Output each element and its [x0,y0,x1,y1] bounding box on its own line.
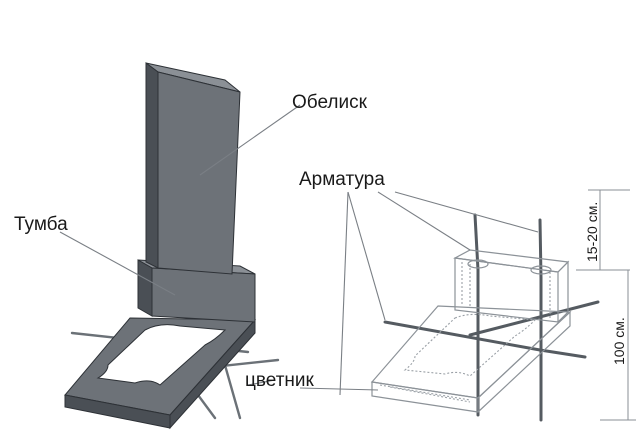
dimension-lines [576,189,636,421]
leader-lines [59,104,539,396]
pedestal-label: Тумба [14,214,68,235]
flowerbed-frame [64,317,257,430]
rebar-protrusion-dimension: 15-20 см. [584,202,600,262]
wireframe-monument [370,189,636,422]
obelisk-label: Обелиск [292,92,368,113]
flowerbed-label: цветник [245,370,315,391]
obelisk-stone [145,62,241,275]
depth-dimension: 100 см. [611,317,627,365]
flowerbed-wireframe [370,305,572,413]
solid-monument [64,62,280,430]
rebar-label: Арматура [299,169,385,190]
right-rebar-bars [383,213,600,422]
pedestal-wireframe [453,249,570,323]
